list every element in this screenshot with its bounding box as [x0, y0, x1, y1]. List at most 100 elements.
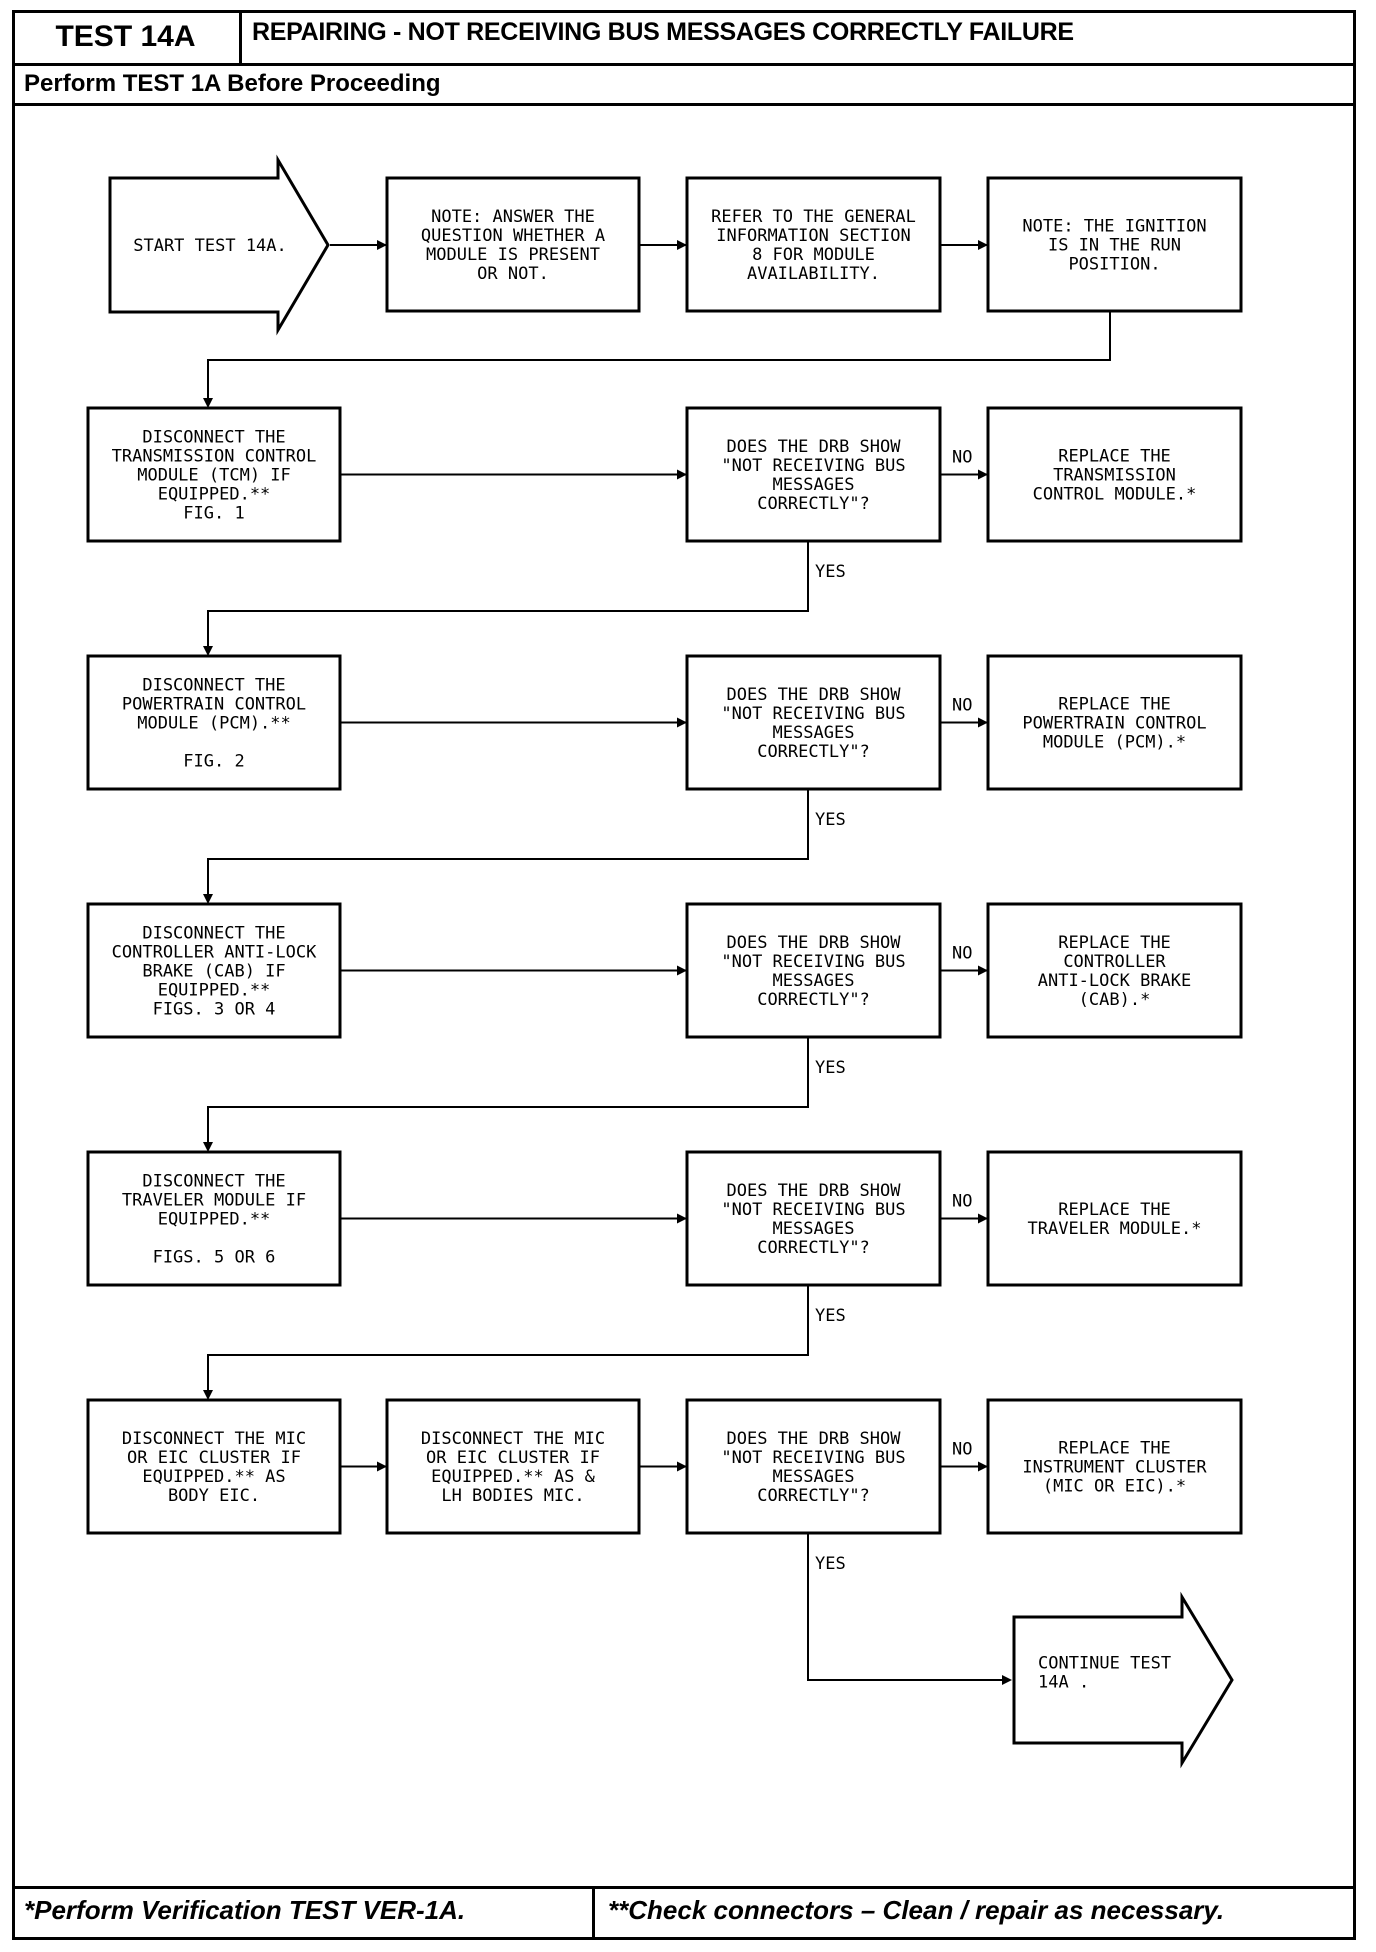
disconnect-pcm-line-2: POWERTRAIN CONTROL: [122, 695, 306, 715]
disconnect-cab-line-3: BRAKE (CAB) IF: [142, 962, 285, 982]
label-no-cab: NO: [952, 944, 972, 964]
disconnect-cluster-body-eic-line-3: EQUIPPED.** AS: [142, 1467, 285, 1487]
replace-traveler-line-2: TRAVELER MODULE.*: [1028, 1219, 1202, 1239]
question-traveler-line-1: DOES THE DRB SHOW: [727, 1181, 902, 1201]
question-cluster-line-4: CORRECTLY"?: [757, 1486, 870, 1506]
arrow-no-cab-head: [978, 965, 988, 976]
label-no-traveler: NO: [952, 1192, 972, 1212]
subheader-divider: [12, 103, 1356, 106]
note-module-availability-line-2: INFORMATION SECTION: [716, 226, 910, 246]
connector-yes-traveler-head: [203, 1390, 213, 1400]
replace-traveler: [986, 1150, 1243, 1287]
note-ignition-run-line-2: IS IN THE RUN: [1048, 236, 1181, 256]
disconnect-cluster-body-eic-line-1: DISCONNECT THE MIC: [122, 1429, 306, 1449]
connector-note3-to-step1: [207, 311, 1111, 400]
question-cluster-line-3: MESSAGES: [773, 1467, 855, 1487]
arrow-no-traveler-head: [978, 1213, 988, 1224]
footer-separator: [592, 1886, 595, 1940]
footnote-verification: *Perform Verification TEST VER-1A.: [24, 1895, 466, 1925]
arrow-no-pcm-head: [978, 717, 988, 728]
disconnect-traveler-line-1: DISCONNECT THE: [142, 1172, 285, 1192]
note-answer-question-line-4: OR NOT.: [477, 264, 549, 284]
footnote-connectors: **Check connectors – Clean / repair as n…: [608, 1895, 1225, 1925]
note-answer-question-line-1: NOTE: ANSWER THE: [431, 207, 595, 227]
disconnect-cluster-body-eic: [86, 1398, 342, 1535]
arrow-disconnect-traveler-to-question-head: [677, 1213, 687, 1224]
label-yes-cluster: YES: [815, 1554, 846, 1574]
question-traveler-line-2: "NOT RECEIVING BUS: [721, 1200, 905, 1220]
connector-yes-cab: [207, 1037, 809, 1144]
disconnect-tcm-line-5: FIG. 1: [183, 504, 244, 524]
replace-cab-line-4: (CAB).*: [1079, 990, 1151, 1010]
note-answer-question-line-3: MODULE IS PRESENT: [426, 245, 600, 265]
connector-yes-cluster-head: [1002, 1675, 1012, 1685]
question-pcm-line-1: DOES THE DRB SHOW: [727, 685, 902, 705]
replace-pcm-line-3: MODULE (PCM).*: [1043, 733, 1186, 753]
question-cab: [685, 902, 942, 1039]
question-cluster-line-1: DOES THE DRB SHOW: [727, 1429, 902, 1449]
disconnect-cab-line-1: DISCONNECT THE: [142, 924, 285, 944]
replace-cluster-line-2: INSTRUMENT CLUSTER: [1022, 1458, 1207, 1478]
question-cab-line-3: MESSAGES: [773, 971, 855, 991]
replace-cab-line-3: ANTI-LOCK BRAKE: [1038, 971, 1192, 991]
arrow-no-cluster-head: [978, 1461, 988, 1472]
note-ignition-run-line-3: POSITION.: [1068, 255, 1160, 275]
question-tcm-line-4: CORRECTLY"?: [757, 494, 870, 514]
arrow-disconnect-pcm-to-question-head: [677, 717, 687, 728]
disconnect-pcm-line-3: MODULE (PCM).**: [137, 714, 291, 734]
replace-cab-line-2: CONTROLLER: [1063, 952, 1166, 972]
arrow-note2-to-note3-head: [978, 240, 988, 250]
question-pcm: [685, 654, 942, 791]
replace-tcm-line-3: CONTROL MODULE.*: [1033, 485, 1197, 505]
disconnect-pcm: [86, 654, 342, 791]
disconnect-tcm-line-2: TRANSMISSION CONTROL: [112, 447, 317, 467]
note-answer-question-line-2: QUESTION WHETHER A: [421, 226, 605, 246]
arrow-note1-to-note2-head: [677, 240, 687, 250]
note-module-availability-line-3: 8 FOR MODULE: [752, 245, 875, 265]
replace-traveler-line-1: REPLACE THE: [1058, 1200, 1171, 1220]
question-tcm: [685, 406, 942, 543]
start-arrow: [108, 154, 330, 336]
continue-arrow: [1012, 1591, 1234, 1769]
replace-pcm-line-1: REPLACE THE: [1058, 695, 1171, 715]
disconnect-cab-line-4: EQUIPPED.**: [158, 981, 271, 1001]
label-no-tcm: NO: [952, 448, 972, 468]
replace-pcm-line-2: POWERTRAIN CONTROL: [1022, 714, 1206, 734]
connector-yes-traveler: [207, 1285, 809, 1392]
question-tcm-line-2: "NOT RECEIVING BUS: [721, 456, 905, 476]
disconnect-tcm-line-1: DISCONNECT THE: [142, 428, 285, 448]
disconnect-traveler-line-5: FIGS. 5 OR 6: [153, 1248, 276, 1268]
note-module-availability-line-1: REFER TO THE GENERAL: [711, 207, 916, 227]
disconnect-cluster-body-eic-line-4: BODY EIC.: [168, 1486, 260, 1506]
label-yes-tcm: YES: [815, 562, 846, 582]
connector-yes-tcm-head: [203, 646, 213, 656]
disconnect-cluster-lh-mic: [385, 1398, 641, 1535]
connector-yes-pcm-head: [203, 894, 213, 904]
question-pcm-line-3: MESSAGES: [773, 723, 855, 743]
question-pcm-line-2: "NOT RECEIVING BUS: [721, 704, 905, 724]
disconnect-cluster-lh-mic-line-3: EQUIPPED.** AS &: [431, 1467, 596, 1487]
question-cab-line-2: "NOT RECEIVING BUS: [721, 952, 905, 972]
label-no-cluster: NO: [952, 1440, 972, 1460]
question-traveler-line-3: MESSAGES: [773, 1219, 855, 1239]
connector-yes-cluster: [807, 1533, 1010, 1681]
label-no-pcm: NO: [952, 696, 972, 716]
question-traveler-line-4: CORRECTLY"?: [757, 1238, 870, 1258]
label-yes-pcm: YES: [815, 810, 846, 830]
question-pcm-line-4: CORRECTLY"?: [757, 742, 870, 762]
header-divider: [12, 63, 1356, 66]
question-cab-line-4: CORRECTLY"?: [757, 990, 870, 1010]
disconnect-traveler-line-2: TRAVELER MODULE IF: [122, 1191, 306, 1211]
connector-note3-to-step1-head: [203, 398, 213, 408]
disconnect-cluster-lh-mic-line-1: DISCONNECT THE MIC: [421, 1429, 605, 1449]
label-yes-cab: YES: [815, 1058, 846, 1078]
disconnect-cluster-lh-mic-line-2: OR EIC CLUSTER IF: [426, 1448, 600, 1468]
replace-cab-line-1: REPLACE THE: [1058, 933, 1171, 953]
replace-cluster-line-3: (MIC OR EIC).*: [1043, 1477, 1186, 1497]
arrow-cluster-a-to-b-head: [377, 1461, 387, 1472]
arrow-no-tcm-head: [978, 469, 988, 480]
disconnect-cab: [86, 902, 342, 1039]
replace-pcm: [986, 654, 1243, 791]
question-tcm-line-3: MESSAGES: [773, 475, 855, 495]
